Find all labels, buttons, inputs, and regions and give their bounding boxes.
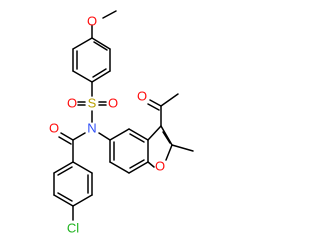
bond-ring1-double-2	[92, 68, 107, 78]
bond-ring3-double-2	[129, 159, 145, 169]
bond-ring3-c	[128, 161, 149, 174]
bond-ring2-double-2	[57, 192, 73, 202]
atom-label-sulfonyl-o-right: O	[108, 95, 118, 110]
bond-ring1-double-1	[93, 41, 108, 51]
atom-label-chlorine: Cl	[67, 220, 79, 235]
bond-ring1-a	[91, 37, 111, 50]
bond-ring3-double-3	[129, 133, 145, 143]
chemical-structure-diagram: O S O O N O O O Cl	[49, 10, 194, 235]
bond-ring1-c	[91, 70, 111, 83]
bond-n-benzofuran	[98, 132, 111, 141]
bond-n-carbonyl	[72, 132, 86, 141]
bond-ring2-d	[53, 194, 74, 207]
atom-label-methoxy-o: O	[87, 13, 97, 28]
bond-furan-methyl	[171, 144, 194, 152]
bond-furan-c	[165, 144, 173, 161]
bond-carbonyl-o-2	[58, 136, 72, 145]
atom-labels: O S O O N O O O Cl	[49, 13, 165, 235]
bond-furan-b	[160, 125, 173, 146]
bond-ring1-d	[72, 70, 93, 83]
bond-ring2-c	[72, 194, 93, 207]
bond-ring2-f	[53, 161, 74, 174]
bond-methyl-o	[102, 10, 117, 19]
atom-label-sulfonyl-s: S	[88, 95, 97, 110]
bond-acetyl-methyl	[160, 93, 179, 107]
atom-label-sulfonyl-o-left: O	[67, 95, 77, 110]
bond-furan-a	[147, 125, 162, 141]
bonds	[53, 10, 194, 221]
bond-ring3-b	[109, 161, 130, 174]
bond-ring3-e	[128, 128, 149, 141]
atom-label-amide-n: N	[87, 120, 96, 135]
bond-ring3-f	[109, 128, 130, 141]
bond-furan-double	[162, 131, 171, 144]
bond-ring2-double-3	[57, 166, 73, 176]
bond-ring1-f	[72, 37, 93, 50]
atom-label-acetyl-o: O	[137, 88, 147, 103]
bond-carbonyl-o-1	[60, 132, 74, 141]
atom-label-furan-o: O	[155, 158, 165, 173]
bond-furan-d	[147, 161, 155, 168]
bond-acetyl-o-2	[147, 103, 160, 111]
bond-acetyl-o-1	[149, 99, 162, 107]
bond-ring2-a	[72, 161, 93, 174]
atom-label-amide-o: O	[49, 120, 59, 135]
